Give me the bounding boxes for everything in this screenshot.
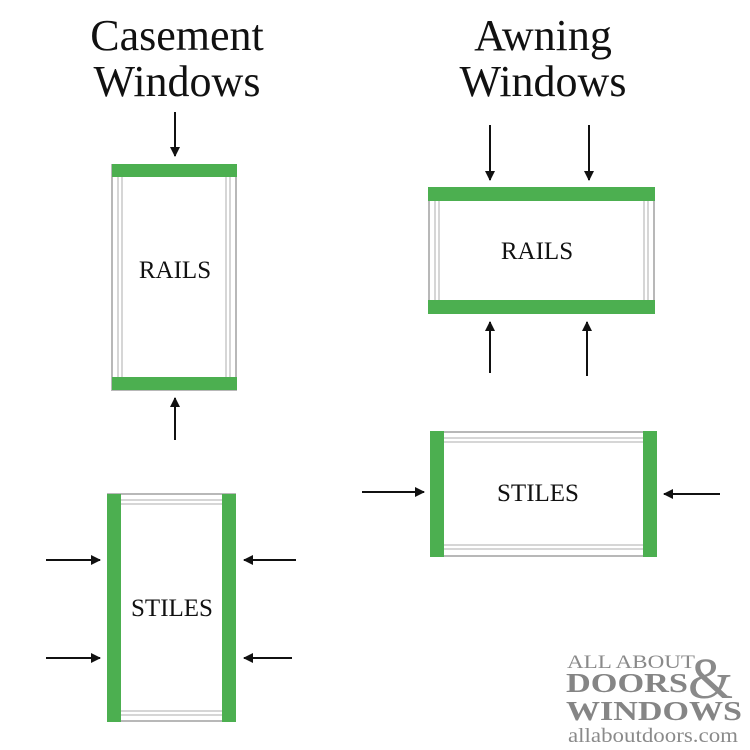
logo-line1: ALL ABOUT <box>567 652 695 673</box>
logo-ampersand: & <box>688 646 733 711</box>
casement-rails-window: RAILS <box>111 164 237 391</box>
top-rail <box>112 164 237 177</box>
left-stile <box>107 494 121 722</box>
right-stile <box>643 431 657 557</box>
logo-windows: WINDOWS <box>566 696 742 726</box>
awning-title-line2: Windows <box>460 57 627 106</box>
casement-title-line1: Casement <box>90 11 264 60</box>
bottom-rail <box>428 300 655 314</box>
left-stile <box>430 431 444 557</box>
awning-stiles-label: STILES <box>497 480 579 507</box>
awning-rails-window: RAILS <box>428 187 655 314</box>
right-stile <box>222 494 236 722</box>
awning-rails-label: RAILS <box>501 238 573 265</box>
logo-doors: DOORS <box>566 668 688 698</box>
awning-stiles-window: STILES <box>430 431 657 557</box>
bottom-rail <box>112 377 237 390</box>
casement-stiles-label: STILES <box>131 595 213 622</box>
casement-title-line2: Windows <box>94 57 261 106</box>
brand-logo: ALL ABOUT DOORS & WINDOWS allaboutdoors.… <box>566 646 742 747</box>
top-rail <box>428 187 655 201</box>
casement-rails-label: RAILS <box>139 257 211 284</box>
awning-title-line1: Awning <box>474 11 612 60</box>
casement-stiles-window: STILES <box>107 493 236 722</box>
logo-url: allaboutdoors.com <box>568 725 738 747</box>
